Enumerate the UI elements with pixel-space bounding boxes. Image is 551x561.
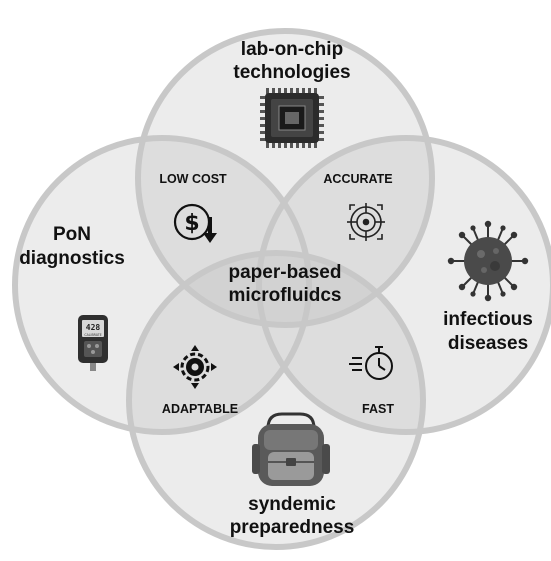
left-label-line2: diagnostics bbox=[19, 248, 125, 269]
overlap-accurate: ACCURATE bbox=[323, 172, 392, 186]
microchip-icon bbox=[260, 88, 324, 148]
dollar-down-icon: $ bbox=[173, 203, 217, 243]
circle-right-outline bbox=[256, 135, 551, 435]
target-icon bbox=[347, 203, 385, 241]
left-label-line1: PoN bbox=[53, 224, 91, 245]
overlap-fast: FAST bbox=[362, 402, 394, 416]
glucose-meter-icon: 428 CALIBRATE bbox=[78, 315, 108, 371]
svg-text:$: $ bbox=[184, 211, 199, 236]
meter-caption: CALIBRATE bbox=[84, 333, 101, 337]
center-label-line2: microfluidcs bbox=[229, 285, 342, 306]
overlap-low-cost: LOW COST bbox=[159, 172, 227, 186]
top-label-line1: lab-on-chip bbox=[241, 39, 343, 60]
circle-top-outline bbox=[135, 28, 435, 328]
stopwatch-icon bbox=[349, 346, 393, 380]
circle-outlines bbox=[12, 28, 551, 550]
top-label-line2: technologies bbox=[233, 62, 350, 83]
meter-reading: 428 bbox=[86, 323, 101, 332]
backpack-icon bbox=[252, 412, 330, 486]
gear-arrows-icon bbox=[173, 345, 217, 389]
virus-icon bbox=[447, 220, 529, 302]
center-label-line1: paper-based bbox=[229, 262, 342, 283]
right-label-line1: infectious bbox=[443, 309, 533, 330]
circle-left-outline bbox=[12, 135, 312, 435]
overlap-adaptable: ADAPTABLE bbox=[162, 402, 238, 416]
bottom-label-line1: syndemic bbox=[248, 494, 336, 515]
right-label-line2: diseases bbox=[448, 333, 528, 354]
bottom-label-line2: preparedness bbox=[230, 517, 355, 538]
circle-bottom-outline bbox=[126, 250, 426, 550]
